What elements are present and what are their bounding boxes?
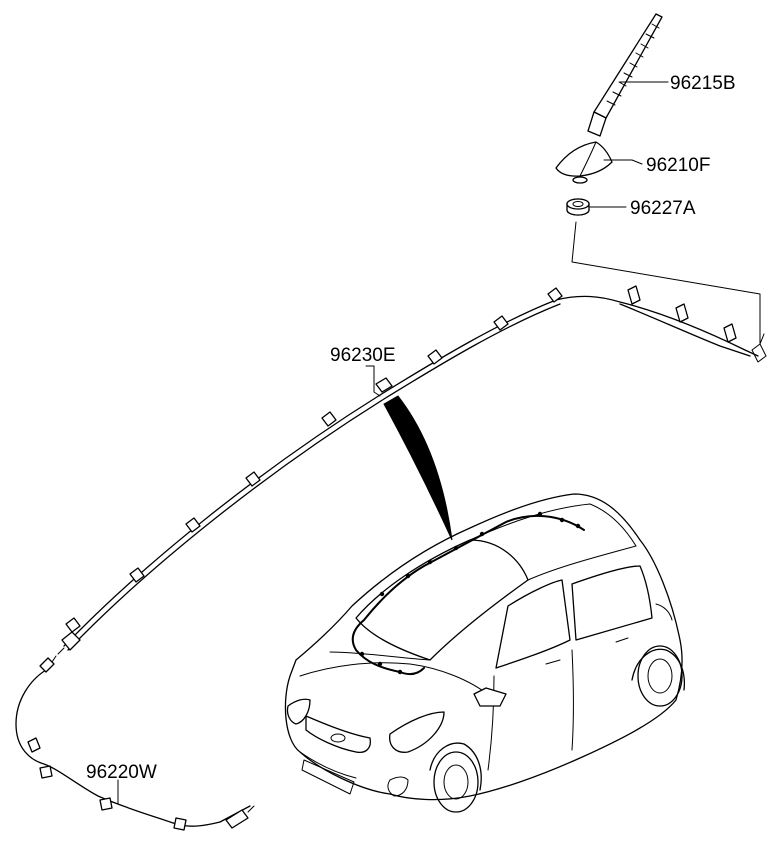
antenna-base: [555, 141, 613, 184]
pointer-wedge: [383, 395, 453, 541]
antenna-pad: [566, 198, 590, 216]
leader-lines-lower: [117, 365, 381, 805]
leader-lines: [571, 81, 761, 345]
antenna-rod: [587, 13, 663, 137]
roof-feeder-cable: [57, 285, 767, 655]
part-label-antenna-pad: 96227A: [630, 198, 696, 219]
extension-cable: [15, 655, 255, 831]
part-label-roof-feeder-cable: 96230E: [330, 345, 396, 366]
car-illustration: [284, 493, 686, 813]
part-label-extension-cable: 96220W: [86, 762, 157, 783]
part-label-antenna-rod: 96215B: [670, 73, 736, 94]
part-label-antenna-base: 96210F: [646, 155, 710, 176]
